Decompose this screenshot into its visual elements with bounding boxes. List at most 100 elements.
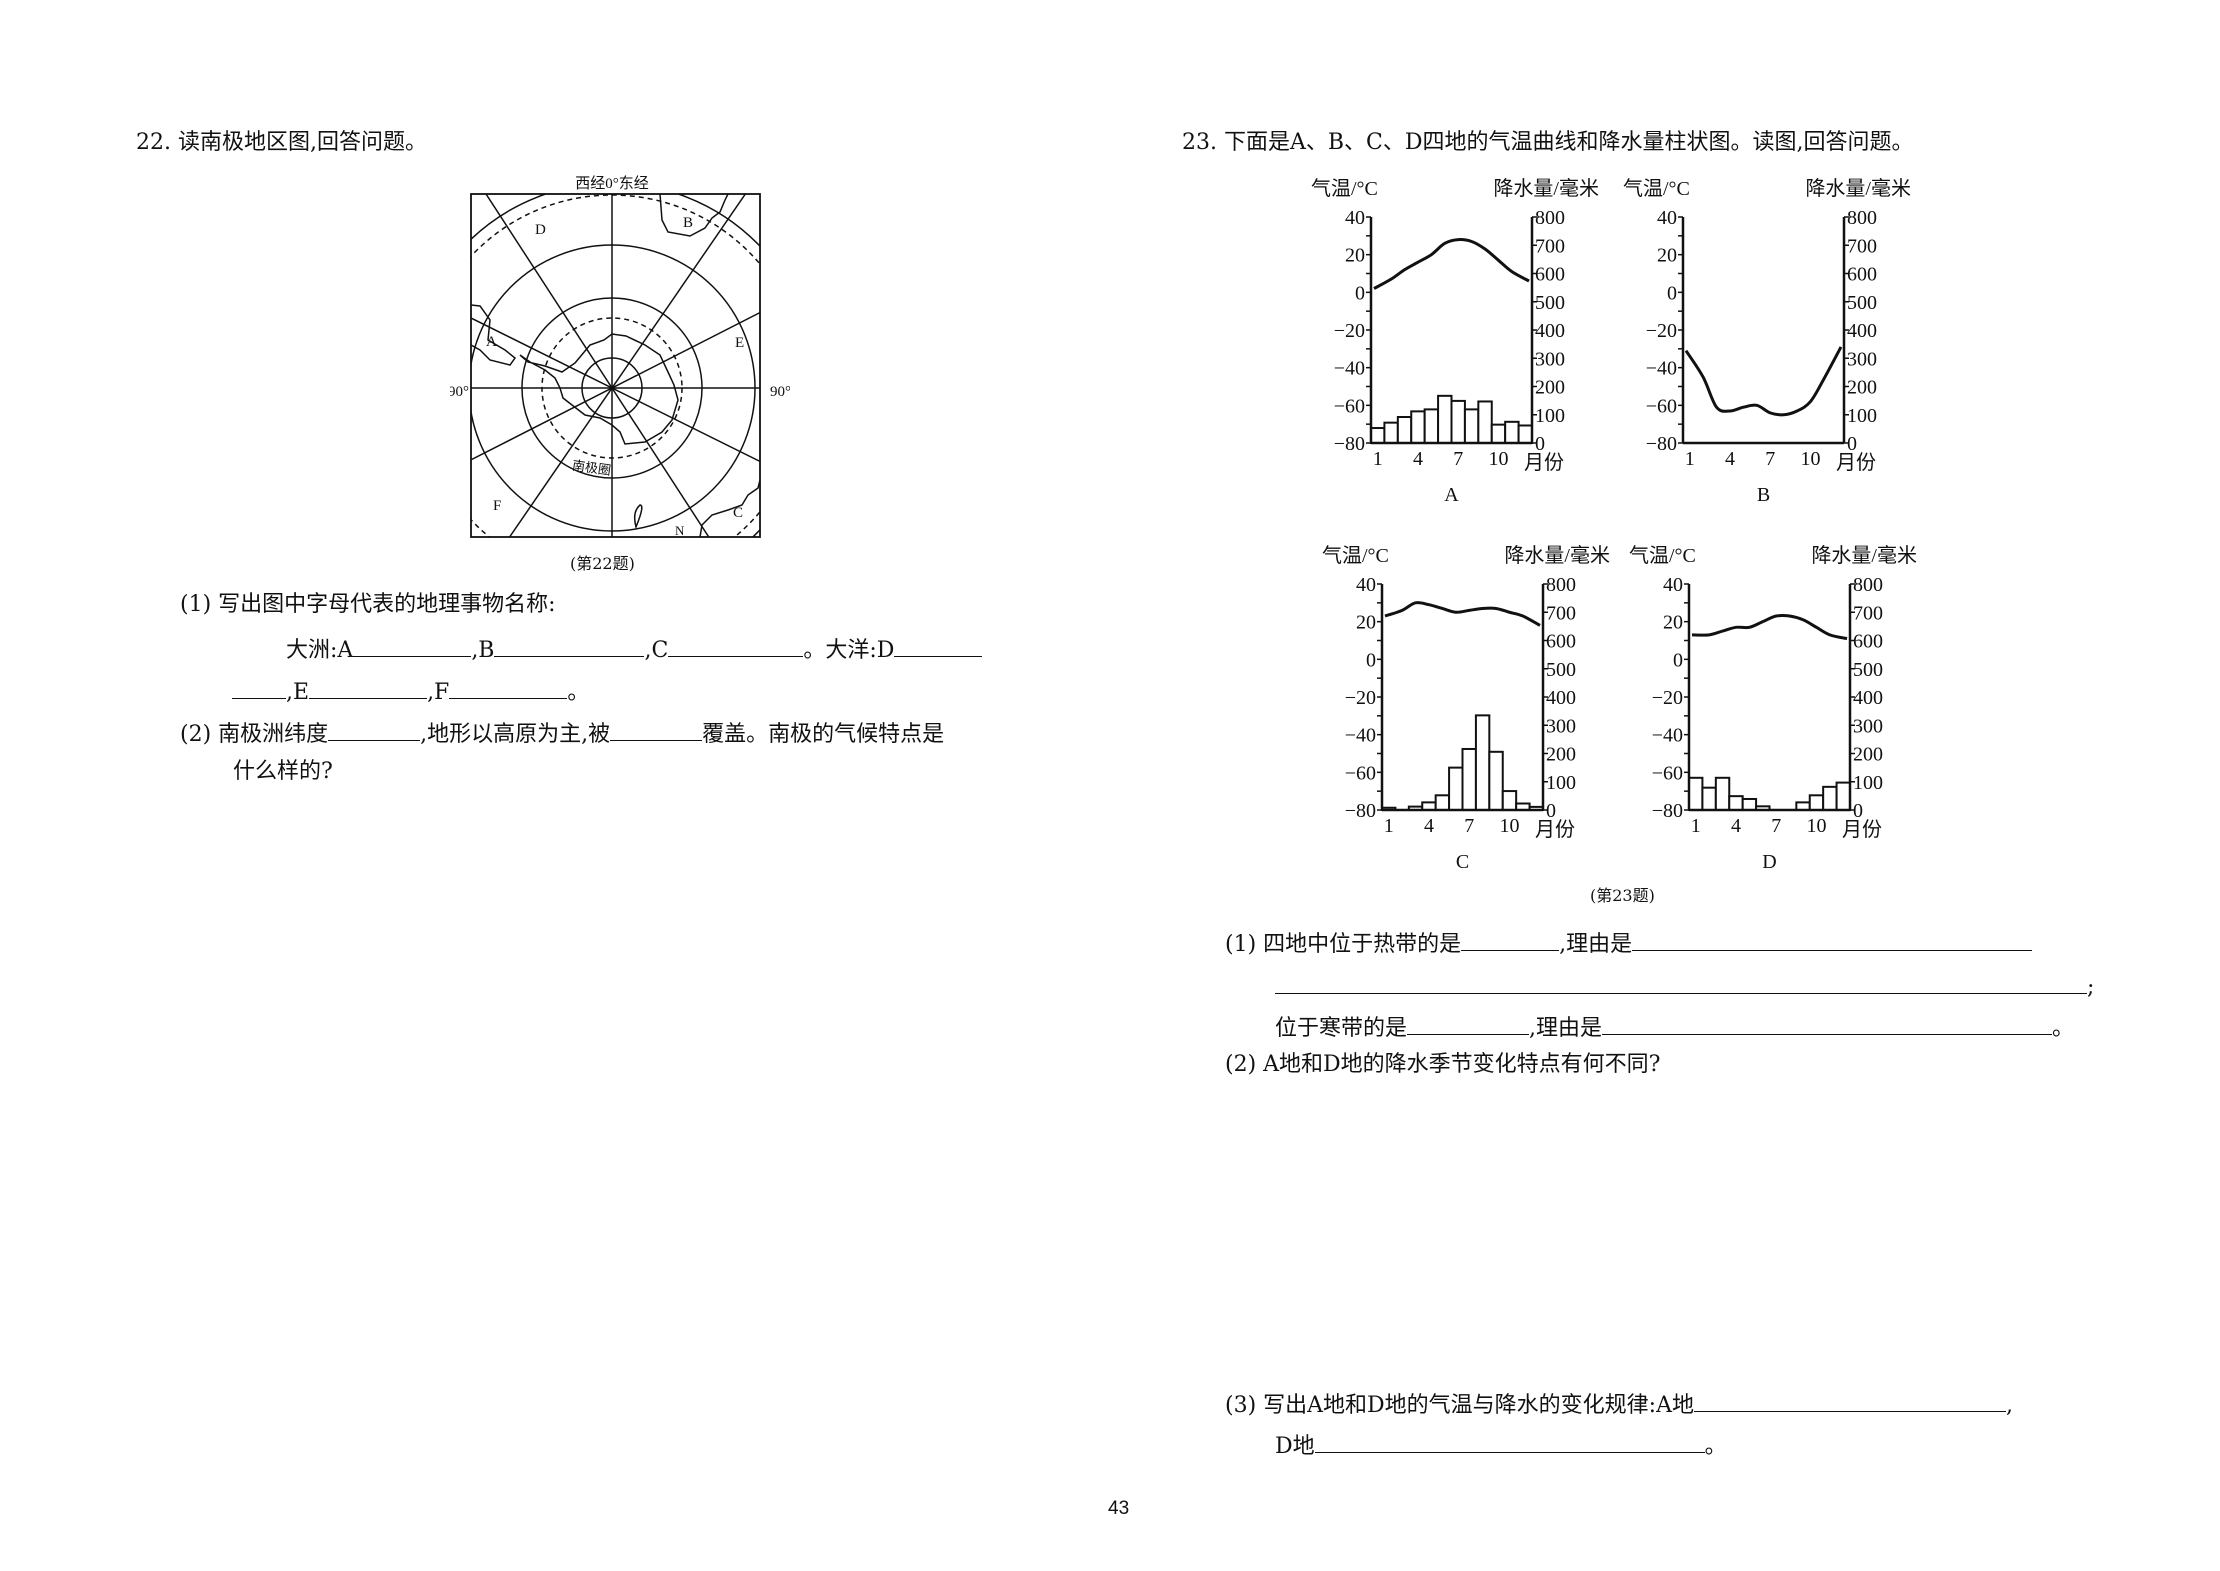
- q23-part1-line3: 位于寒带的是 ,理由是 。: [1275, 1014, 2074, 1040]
- temperature-line: [1384, 601, 1541, 627]
- answer-blank-frigid[interactable]: [1407, 1014, 1530, 1035]
- right-axis-title: 降水量/毫米: [1811, 544, 1917, 567]
- africa-coast: [659, 194, 729, 237]
- map-letter-e: E: [735, 335, 744, 351]
- answer-blank-latitude[interactable]: [328, 720, 421, 741]
- map-letter-f: F: [493, 498, 501, 514]
- left-axis-title: 气温/°C: [1629, 544, 1696, 567]
- island-shape: [633, 504, 643, 530]
- q22-part1-line1: 大洲:A,B,C。大洋:D: [286, 636, 983, 663]
- semicolon: ;: [2087, 975, 2095, 1000]
- right-tick-label: 600: [1853, 631, 1883, 653]
- map-letter-n: N: [675, 523, 685, 538]
- map-letter-a: A: [486, 334, 497, 350]
- q23-part1-text-d: ,理由是: [1529, 1016, 1603, 1041]
- q22-figure-caption: (第22题): [570, 554, 635, 573]
- latitude-circle: [521, 297, 703, 479]
- map-letter-d: D: [535, 222, 546, 238]
- antarctic-circle-label: 南极圈: [571, 458, 612, 478]
- right-tick-label: 600: [1535, 264, 1565, 286]
- left-axis-title: 气温/°C: [1311, 177, 1378, 200]
- right-tick-label: 200: [1535, 377, 1565, 399]
- map-frame: [470, 193, 761, 538]
- x-axis-title: 月份: [1524, 451, 1564, 474]
- q22-part1-prompt: (1) 写出图中字母代表的地理事物名称:: [180, 592, 556, 617]
- answer-blank-d[interactable]: [894, 636, 983, 657]
- answer-blank-tropical[interactable]: [1461, 930, 1560, 951]
- answer-blank-d-pattern[interactable]: [1314, 1432, 1705, 1453]
- q22-title: 22. 读南极地区图,回答问题。: [136, 130, 427, 155]
- map-top-label: 西经0°东经: [575, 175, 649, 192]
- chart-letter-label: B: [1757, 484, 1770, 506]
- precipitation-bar: [1517, 424, 1533, 444]
- right-tick-label: 200: [1546, 744, 1576, 766]
- right-tick-label: 500: [1546, 659, 1576, 681]
- q23-part1-text-c: 位于寒带的是: [1275, 1016, 1408, 1041]
- period: 。: [2052, 1016, 2075, 1041]
- page-number: 43: [1108, 1498, 1130, 1519]
- right-tick-label: 500: [1853, 659, 1883, 681]
- right-tick-label: 700: [1535, 235, 1565, 257]
- answer-blank-a[interactable]: [353, 636, 472, 657]
- right-tick-label: 0: [1847, 433, 1857, 455]
- label-ocean-f: ,F: [427, 680, 450, 705]
- left-tick-label: −40: [1646, 358, 1677, 380]
- left-tick-label: −20: [1334, 320, 1365, 342]
- answer-blank-cover[interactable]: [610, 720, 703, 741]
- q23-figure-caption: (第23题): [1590, 886, 1655, 905]
- australia-coast: [699, 479, 760, 537]
- precipitation-bar: [1396, 416, 1413, 444]
- right-tick-label: 500: [1535, 292, 1565, 314]
- answer-blank-f[interactable]: [449, 678, 568, 699]
- answer-blank-a-pattern[interactable]: [1693, 1391, 2006, 1412]
- left-tick-label: 20: [1657, 245, 1677, 267]
- x-tick-label: 4: [1725, 448, 1735, 470]
- precipitation-bar: [1474, 714, 1491, 811]
- right-tick-label: 0: [1546, 800, 1556, 822]
- answer-blank-tropical-reason-cont[interactable]: [1275, 973, 2087, 994]
- precipitation-bar: [1437, 394, 1453, 444]
- x-axis-title: 月份: [1842, 818, 1882, 841]
- x-tick-label: 1: [1384, 815, 1394, 837]
- left-tick-label: 0: [1673, 649, 1683, 671]
- precipitation-bar: [1463, 408, 1480, 445]
- right-tick-label: 100: [1535, 405, 1565, 427]
- right-tick-label: 0: [1535, 433, 1545, 455]
- answer-blank-tropical-reason[interactable]: [1632, 930, 2033, 951]
- precipitation-bar: [1448, 766, 1464, 811]
- q22-part2: (2) 南极洲纬度,地形以高原为主,被覆盖。南极的气候特点是: [180, 720, 944, 746]
- right-tick-label: 600: [1847, 264, 1877, 286]
- precipitation-bar: [1383, 421, 1399, 445]
- right-tick-label: 700: [1546, 602, 1576, 624]
- left-tick-label: 20: [1356, 612, 1376, 634]
- precipitation-bar: [1490, 423, 1507, 444]
- left-tick-label: −80: [1334, 433, 1365, 455]
- x-tick-label: 7: [1464, 815, 1474, 837]
- precipitation-bar: [1714, 776, 1731, 811]
- precipitation-bar: [1477, 400, 1493, 445]
- q23-title: 23. 下面是A、B、C、D四地的气温曲线和降水量柱状图。读图,回答问题。: [1182, 130, 1914, 155]
- q23-part1-line2: ;: [1275, 973, 2094, 999]
- answer-blank-d-cont[interactable]: [232, 678, 286, 699]
- label-ocean-d: 。大洋:D: [803, 638, 895, 663]
- q23-part3-d-label: D地: [1275, 1434, 1315, 1459]
- left-tick-label: −20: [1345, 687, 1376, 709]
- answer-blank-c[interactable]: [668, 636, 804, 657]
- comma: ,: [2005, 1393, 2013, 1418]
- right-tick-label: 300: [1546, 715, 1576, 737]
- answer-blank-e[interactable]: [309, 678, 428, 699]
- left-tick-label: −80: [1646, 433, 1677, 455]
- left-tick-label: −60: [1334, 395, 1365, 417]
- label-continent-b: ,B: [471, 638, 495, 663]
- x-tick-label: 1: [1685, 448, 1695, 470]
- right-tick-label: 500: [1847, 292, 1877, 314]
- answer-blank-b[interactable]: [494, 636, 645, 657]
- period: 。: [1704, 1434, 1727, 1459]
- answer-blank-frigid-reason[interactable]: [1602, 1014, 2053, 1035]
- label-ocean-e: ,E: [286, 680, 310, 705]
- precipitation-bar: [1835, 781, 1851, 812]
- right-tick-label: 300: [1853, 715, 1883, 737]
- q22-part2-text-b: ,地形以高原为主,被: [420, 722, 611, 747]
- left-axis-title: 气温/°C: [1623, 177, 1690, 200]
